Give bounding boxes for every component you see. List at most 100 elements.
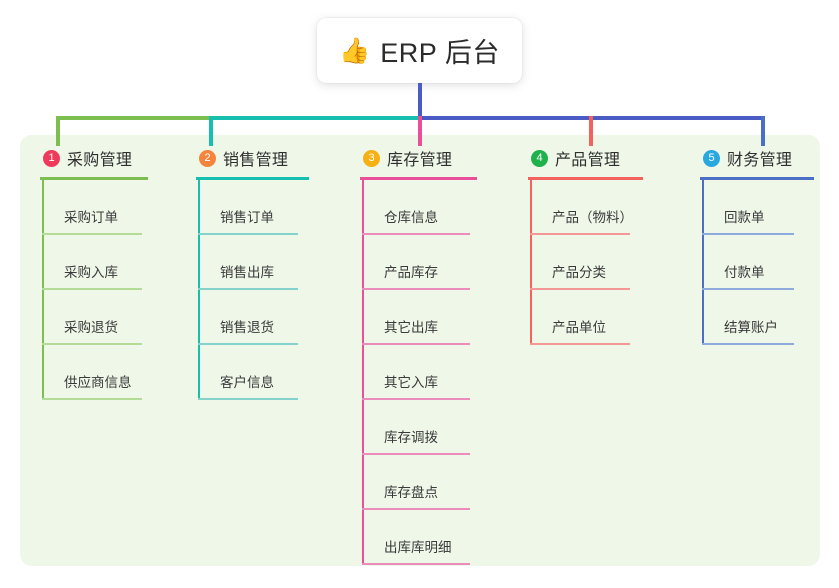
branch-item-label: 出库库明细 <box>384 540 452 555</box>
branch-item-label: 产品单位 <box>552 320 606 335</box>
branch-item-label: 库存调拨 <box>384 430 438 445</box>
branch-item-rule <box>530 343 630 345</box>
branch-item-rule <box>362 288 470 290</box>
branch-item-label: 仓库信息 <box>384 210 438 225</box>
branch-header-5[interactable]: 5 财务管理 <box>700 146 839 170</box>
branch-items-5: 回款单付款单结算账户 <box>702 180 839 345</box>
thumbs-up-icon: 👍 <box>339 37 371 65</box>
connector-drop-4 <box>589 116 593 146</box>
branch-item-label: 其它出库 <box>384 320 438 335</box>
branch-item-rule <box>42 343 142 345</box>
branch-item-label: 销售出库 <box>220 265 274 280</box>
branch-item-label: 采购入库 <box>64 265 118 280</box>
branch-item-rule <box>198 288 298 290</box>
branch-item-rule <box>362 563 470 565</box>
branch-item[interactable]: 采购退货 <box>42 290 190 345</box>
branch-item-label: 客户信息 <box>220 375 274 390</box>
branch-header-rule-4 <box>528 177 643 180</box>
branch-title-5: 财务管理 <box>727 152 793 169</box>
branch-item[interactable]: 采购订单 <box>42 180 190 235</box>
connector-drop-3 <box>418 116 422 146</box>
branch-item-label: 结算账户 <box>724 320 778 335</box>
branch-item-rule <box>530 288 630 290</box>
branch-item-rule <box>362 343 470 345</box>
branch-badge-4: 4 <box>531 149 548 167</box>
branch-item-label: 其它入库 <box>384 375 438 390</box>
branch-title-1: 采购管理 <box>67 152 133 169</box>
branch-item[interactable]: 其它出库 <box>362 290 510 345</box>
branch-item-rule <box>42 233 142 235</box>
branch-item-label: 付款单 <box>724 265 765 280</box>
branch-item[interactable]: 产品（物料） <box>530 180 678 235</box>
connector-drop-1 <box>56 116 60 146</box>
branch-item[interactable]: 出库库明细 <box>362 510 510 565</box>
branch-item-rule <box>362 453 470 455</box>
branch-items-4: 产品（物料） 产品分类产品单位 <box>530 180 678 345</box>
branch-item-rule <box>198 233 298 235</box>
branch-item-rule <box>702 343 794 345</box>
branch-item[interactable]: 库存调拨 <box>362 400 510 455</box>
branch-column-1: 1 采购管理采购订单采购入库采购退货供应商信息 <box>40 146 190 400</box>
branch-item[interactable]: 库存盘点 <box>362 455 510 510</box>
branch-item-rule <box>362 233 470 235</box>
branch-badge-5: 5 <box>703 149 720 167</box>
branch-item[interactable]: 付款单 <box>702 235 839 290</box>
branch-item-label: 销售退货 <box>220 320 274 335</box>
branch-spine-2 <box>198 180 200 400</box>
branch-item-label: 库存盘点 <box>384 485 438 500</box>
branch-header-rule-1 <box>40 177 148 180</box>
branch-header-4[interactable]: 4 产品管理 <box>528 146 678 170</box>
branch-item-rule <box>198 398 298 400</box>
branch-item[interactable]: 供应商信息 <box>42 345 190 400</box>
branch-column-4: 4 产品管理产品（物料） 产品分类产品单位 <box>528 146 678 345</box>
branch-badge-1: 1 <box>43 149 60 167</box>
branch-item-rule <box>362 398 470 400</box>
branch-header-rule-5 <box>700 177 814 180</box>
branch-header-1[interactable]: 1 采购管理 <box>40 146 190 170</box>
branch-item[interactable]: 销售订单 <box>198 180 346 235</box>
branch-items-3: 仓库信息产品库存其它出库其它入库库存调拨库存盘点出库库明细 <box>362 180 510 565</box>
connector-bar-middle <box>209 116 420 120</box>
root-node-title: ERP 后台 <box>380 38 500 68</box>
branch-item-rule <box>42 288 142 290</box>
branch-item[interactable]: 结算账户 <box>702 290 839 345</box>
branch-item-rule <box>530 233 630 235</box>
branch-title-3: 库存管理 <box>387 152 453 169</box>
root-node-card[interactable]: 👍 ERP 后台 <box>317 18 522 83</box>
branch-spine-5 <box>702 180 704 345</box>
branch-spine-4 <box>530 180 532 345</box>
branch-item-rule <box>42 398 142 400</box>
branch-item-rule <box>702 288 794 290</box>
branch-item[interactable]: 销售出库 <box>198 235 346 290</box>
branch-items-2: 销售订单销售出库销售退货客户信息 <box>198 180 346 400</box>
branch-item-label: 产品分类 <box>552 265 606 280</box>
connector-trunk-vertical <box>418 83 422 118</box>
branch-item[interactable]: 产品单位 <box>530 290 678 345</box>
branch-item-label: 回款单 <box>724 210 765 225</box>
branch-item[interactable]: 其它入库 <box>362 345 510 400</box>
branch-item-rule <box>702 233 794 235</box>
branch-item[interactable]: 销售退货 <box>198 290 346 345</box>
branch-item[interactable]: 产品分类 <box>530 235 678 290</box>
branch-title-2: 销售管理 <box>223 152 289 169</box>
branch-items-1: 采购订单采购入库采购退货供应商信息 <box>42 180 190 400</box>
branch-header-rule-2 <box>196 177 309 180</box>
branch-item[interactable]: 仓库信息 <box>362 180 510 235</box>
branch-item[interactable]: 客户信息 <box>198 345 346 400</box>
branch-item[interactable]: 产品库存 <box>362 235 510 290</box>
connector-drop-2 <box>209 116 213 146</box>
diagram-panel <box>20 135 820 566</box>
branch-item[interactable]: 回款单 <box>702 180 839 235</box>
connector-drop-5 <box>761 116 765 146</box>
branch-item-label: 供应商信息 <box>64 375 132 390</box>
branch-item-label: 产品（物料） <box>552 210 633 225</box>
branch-spine-3 <box>362 180 364 565</box>
branch-item-rule <box>362 508 470 510</box>
branch-header-rule-3 <box>360 177 477 180</box>
branch-title-4: 产品管理 <box>555 152 621 169</box>
branch-spine-1 <box>42 180 44 400</box>
branch-item[interactable]: 采购入库 <box>42 235 190 290</box>
